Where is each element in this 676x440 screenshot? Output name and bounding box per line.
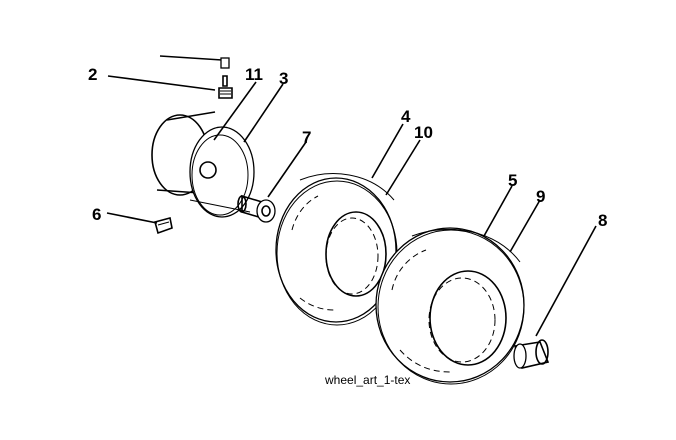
hub-cap	[513, 339, 550, 369]
callout-4: 4	[401, 107, 411, 126]
leader-lines	[106, 75, 597, 337]
bushing	[237, 194, 276, 223]
grease-fitting	[154, 217, 173, 235]
callout-11: 11	[245, 65, 263, 84]
figure-caption: wheel_art_1-tex	[324, 373, 410, 387]
callout-9: 9	[536, 187, 545, 206]
valve-stem	[159, 55, 233, 99]
callout-5: 5	[508, 171, 517, 190]
callout-10: 10	[414, 123, 433, 142]
callout-8: 8	[598, 211, 607, 230]
rear-tire	[375, 227, 525, 385]
callout-6: 6	[92, 205, 101, 224]
callout-2: 2	[88, 65, 97, 84]
callout-3: 3	[279, 69, 288, 88]
wheel-rim	[151, 111, 255, 218]
callout-7: 7	[302, 128, 311, 147]
